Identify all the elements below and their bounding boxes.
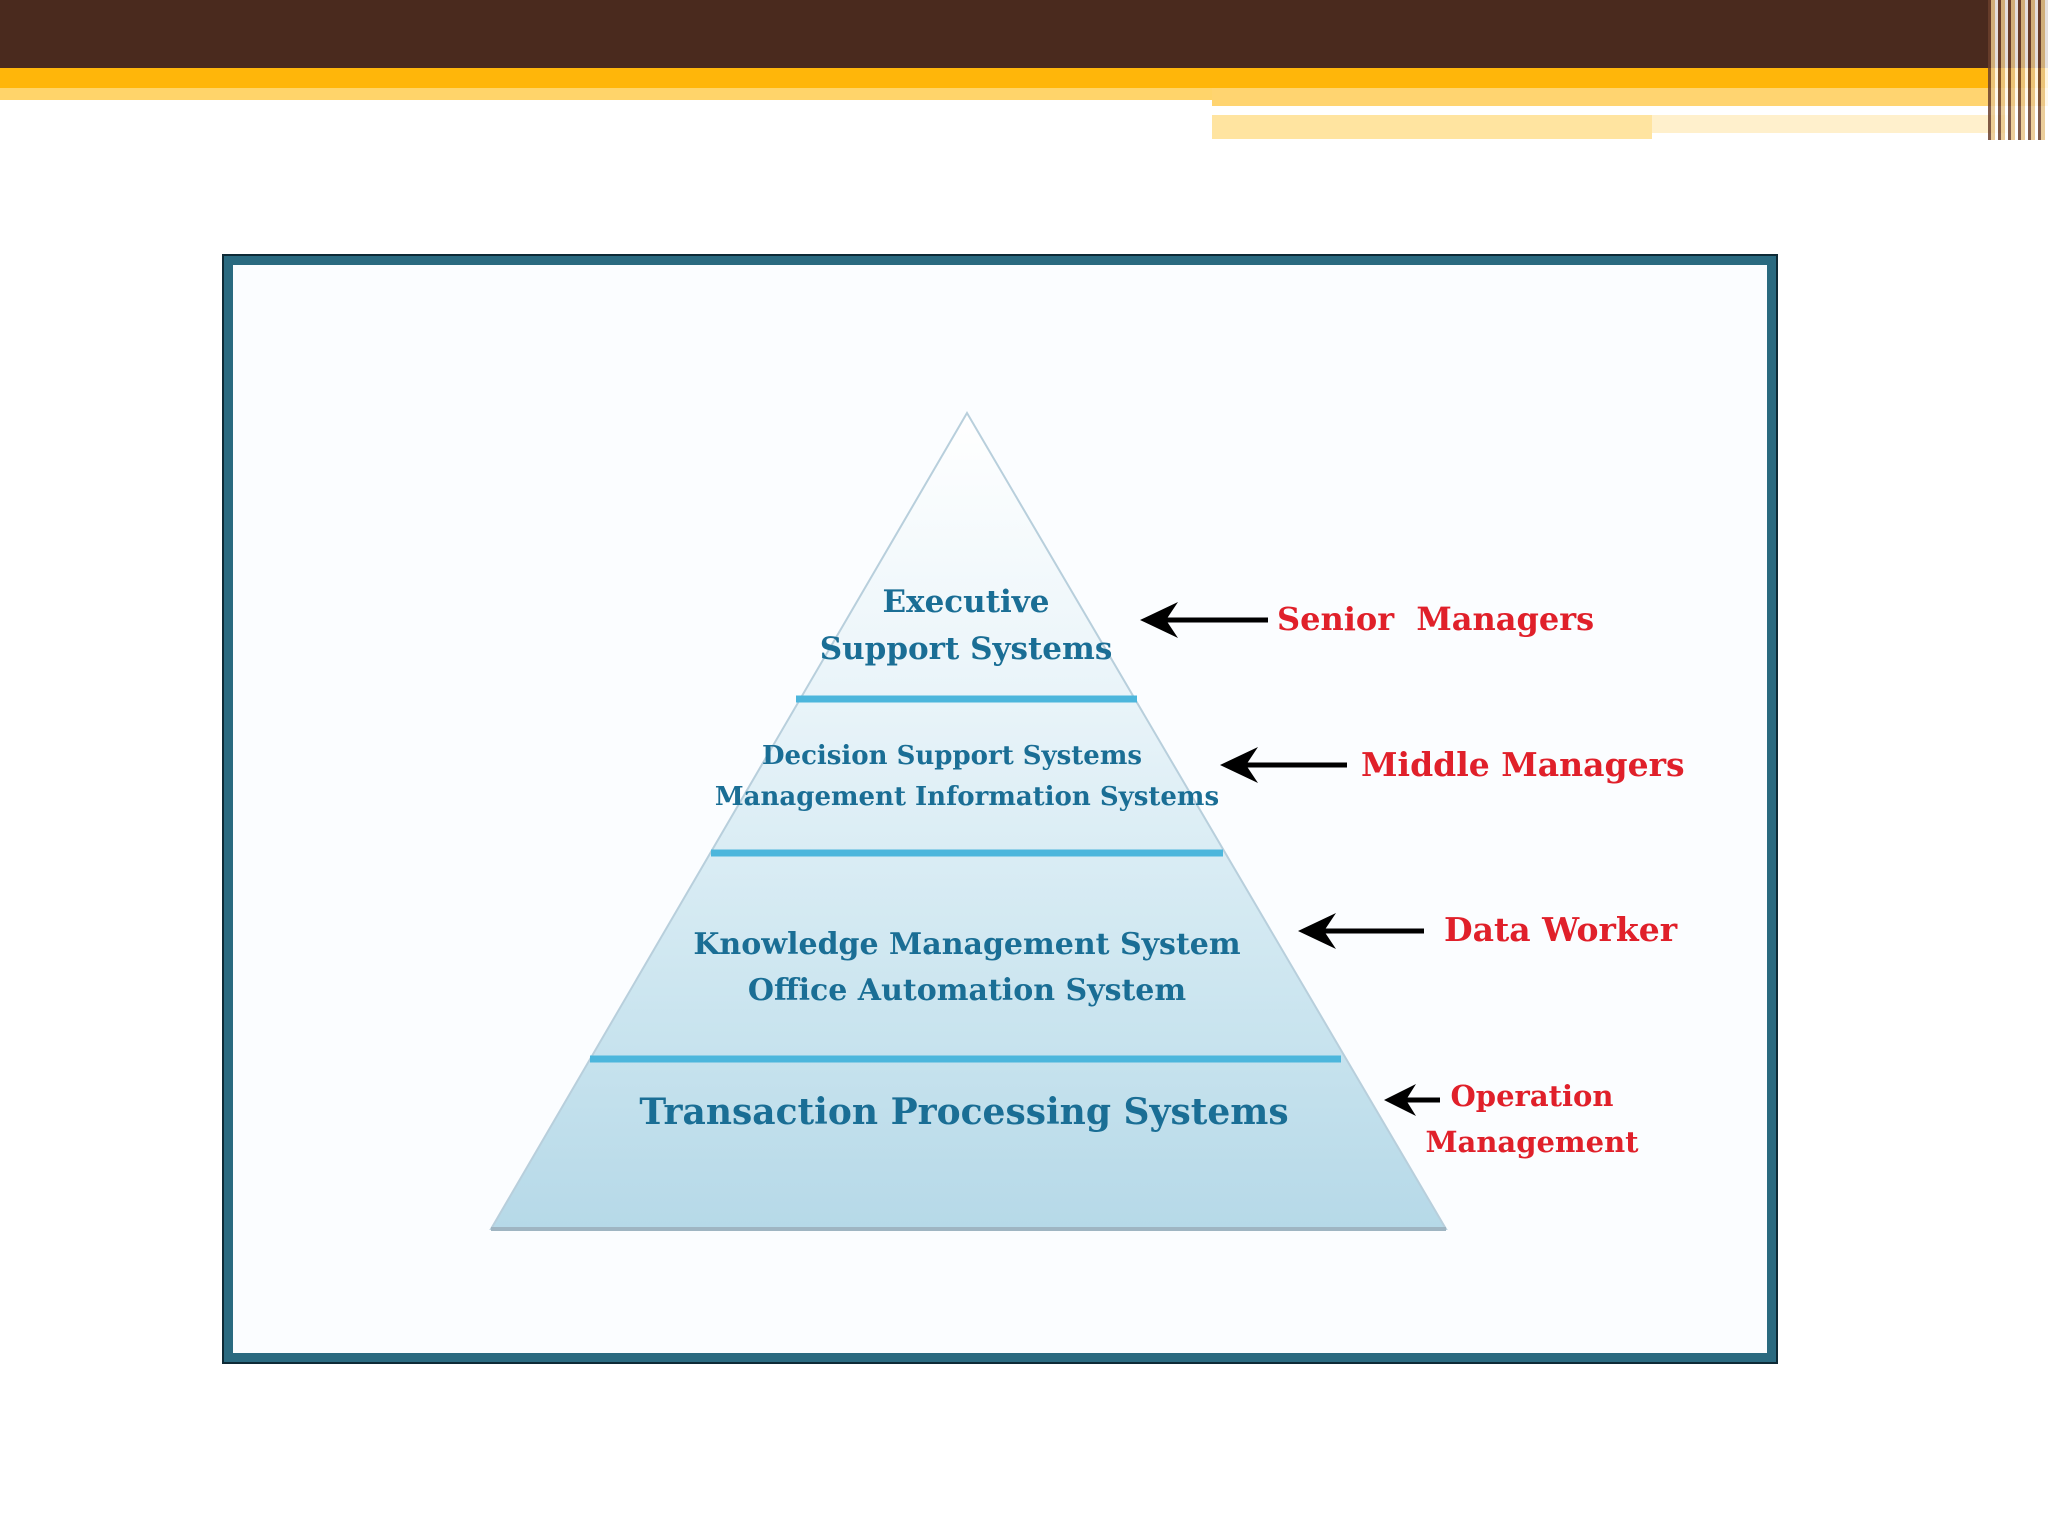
level-label: Office Automation System — [748, 973, 1187, 1008]
slide-accent-band-light — [0, 88, 1212, 100]
level-label: Executive — [882, 584, 1049, 620]
level-label: Management Information Systems — [715, 782, 1219, 812]
arrow-left-icon — [1384, 1084, 1440, 1116]
slide-accent-band — [0, 68, 2048, 88]
slide-accent-line — [1212, 110, 1897, 115]
role-label: Data Worker — [1444, 910, 1678, 949]
slide-header-bar — [0, 0, 2048, 68]
level-label: Transaction Processing Systems — [639, 1091, 1288, 1133]
arrow-left-icon — [1140, 602, 1268, 638]
level-label: Knowledge Management System — [693, 927, 1241, 962]
slide-accent-band-faint — [1652, 115, 2008, 133]
role-label: Management — [1425, 1125, 1639, 1159]
slide-accent-band-right — [1212, 88, 2048, 106]
slide-accent-band-pale — [1212, 115, 1652, 139]
arrow-left-icon — [1298, 913, 1424, 949]
role-label: Operation — [1451, 1079, 1614, 1113]
level-label: Support Systems — [820, 631, 1113, 667]
role-label: Middle Managers — [1361, 745, 1685, 784]
level-label: Decision Support Systems — [762, 741, 1142, 771]
role-label: Senior Managers — [1277, 600, 1594, 638]
arrow-left-icon — [1220, 747, 1347, 783]
slide-corner-decoration — [1988, 0, 2048, 140]
